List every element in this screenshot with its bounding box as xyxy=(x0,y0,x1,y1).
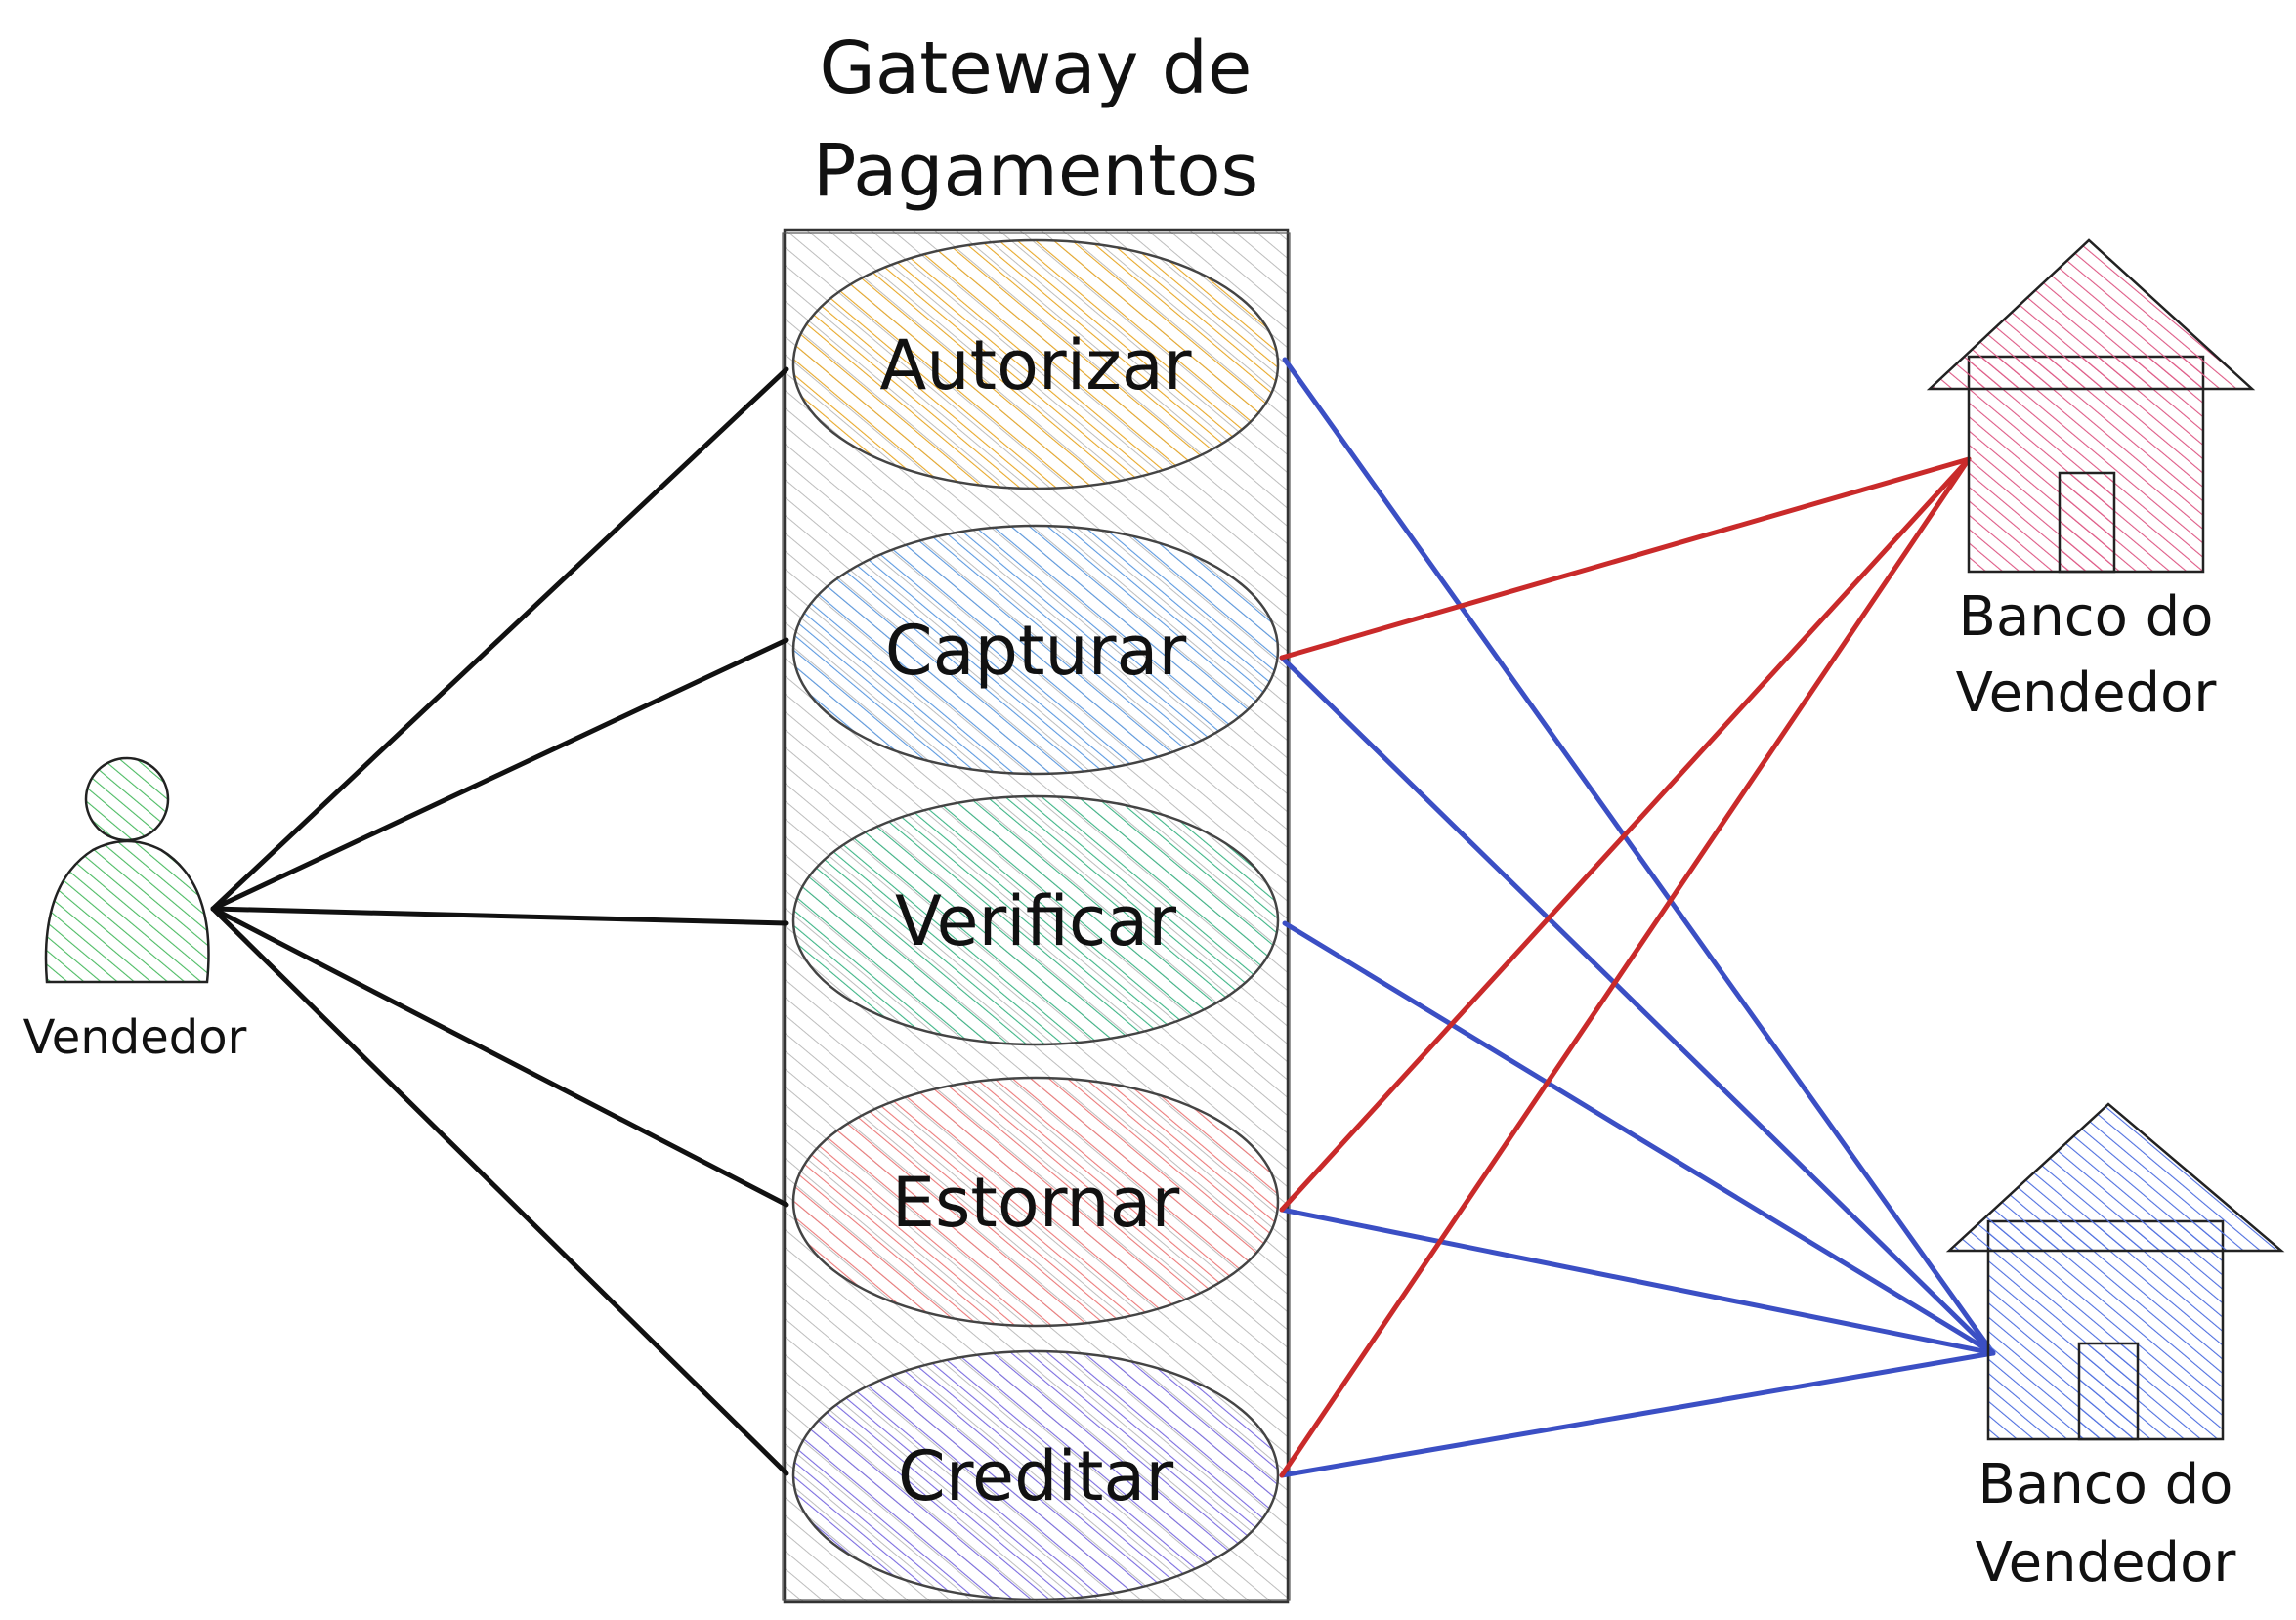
actor-label: Vendedor xyxy=(23,1010,247,1065)
actor-body xyxy=(44,839,210,984)
line-estornar-to-bank-blue xyxy=(1279,1207,1996,1356)
use-case-capturar-label: Capturar xyxy=(885,611,1187,691)
line-capturar-to-bank-blue xyxy=(1279,655,1996,1356)
line-estornar-to-bank-red xyxy=(1279,456,1972,1213)
use-case-creditar-label: Creditar xyxy=(898,1436,1173,1516)
use-case-autorizar: Autorizar xyxy=(791,238,1280,490)
line-actor-to-autorizar xyxy=(210,366,789,912)
bank-red-label-line-2: Vendedor xyxy=(1956,661,2218,725)
use-case-verificar: Verificar xyxy=(791,794,1280,1046)
connection-lines xyxy=(210,357,1996,1478)
diagram-title-line-1: Gateway de xyxy=(820,26,1253,110)
bank-house-red: Banco do Vendedor xyxy=(1926,238,2256,725)
actor-vendedor: Vendedor xyxy=(23,756,247,1065)
line-capturar-to-bank-red xyxy=(1279,456,1972,661)
use-case-verificar-label: Verificar xyxy=(895,881,1176,961)
use-case-autorizar-label: Autorizar xyxy=(879,325,1191,405)
diagram-title-line-2: Pagamentos xyxy=(813,129,1258,213)
line-actor-to-capturar xyxy=(210,637,789,912)
use-case-capturar: Capturar xyxy=(791,524,1280,776)
line-actor-to-estornar xyxy=(210,906,789,1208)
bank-blue-label-line-1: Banco do xyxy=(1978,1453,2233,1516)
line-creditar-to-bank-red xyxy=(1279,456,1972,1478)
use-case-creditar: Creditar xyxy=(791,1349,1280,1601)
use-case-estornar-label: Estornar xyxy=(892,1163,1180,1243)
line-actor-to-creditar xyxy=(210,906,789,1476)
use-case-estornar: Estornar xyxy=(791,1076,1280,1328)
bank-house-blue: Banco do Vendedor xyxy=(1945,1102,2285,1595)
actor-head xyxy=(84,756,170,842)
bank-blue-label-line-2: Vendedor xyxy=(1976,1531,2237,1595)
line-actor-to-verificar xyxy=(210,906,789,926)
line-creditar-to-bank-blue xyxy=(1279,1350,1996,1478)
line-verificar-to-bank-blue xyxy=(1282,920,1996,1356)
bank-red-label-line-1: Banco do xyxy=(1959,585,2214,649)
line-autorizar-to-bank-blue xyxy=(1282,357,1996,1356)
use-case-group: Autorizar Capturar Verificar Estornar Cr… xyxy=(791,238,1280,1601)
